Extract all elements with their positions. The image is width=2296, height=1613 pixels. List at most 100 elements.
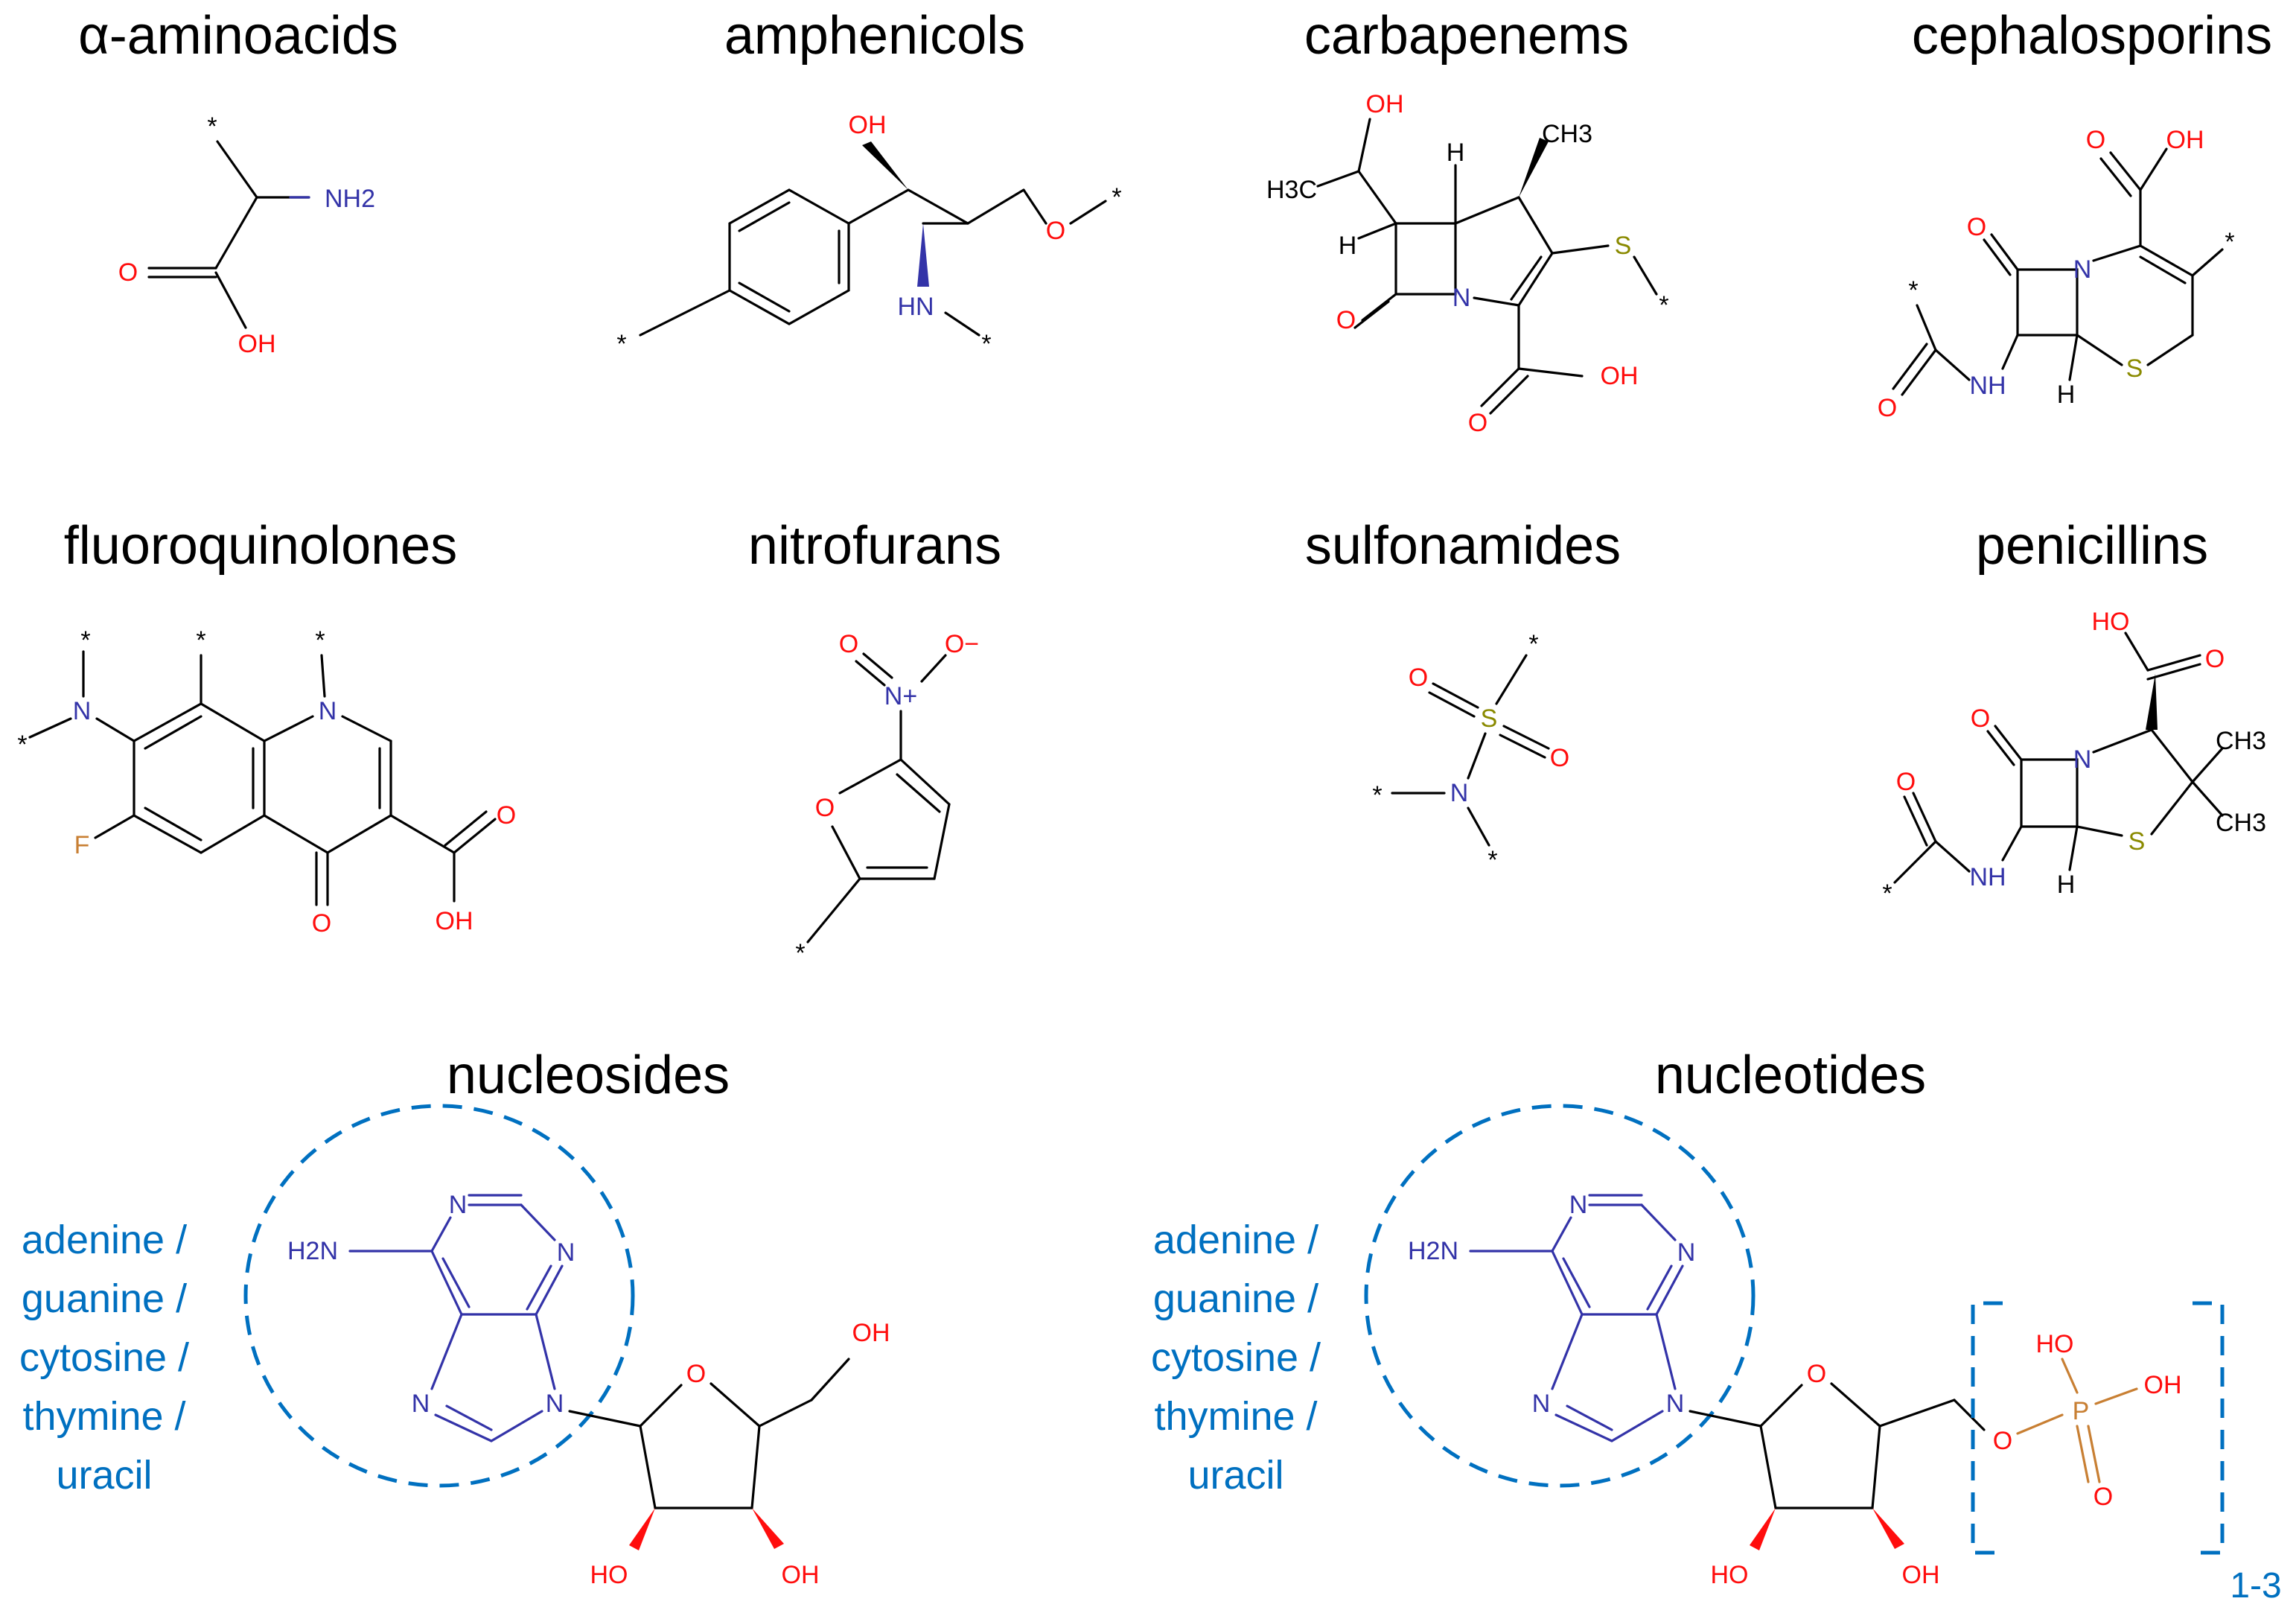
base-highlight-circle [1364, 1104, 1756, 1488]
atom-o: O [1336, 306, 1356, 334]
attach-star: * [1112, 183, 1121, 211]
title-sulfonamides: sulfonamides [1305, 516, 1621, 576]
atom-h2n: H2N [1408, 1237, 1458, 1265]
atom-n: N [1569, 1191, 1588, 1219]
title-penicillins: penicillins [1976, 516, 2208, 576]
structure-penicillins: HO O O N CH3 CH3 S H NH O * [1882, 608, 2266, 908]
svg-text:adenine /: adenine / [22, 1218, 187, 1262]
atom-oh: OH [1366, 90, 1404, 118]
atom-o: O [1967, 213, 1986, 241]
atom-n: N [1452, 284, 1471, 312]
atom-n: N [2073, 255, 2092, 284]
atom-o: O [1468, 409, 1487, 437]
atom-p: P [2073, 1397, 2090, 1425]
atom-n: N [1532, 1390, 1551, 1418]
atom-o-minus: O− [945, 630, 979, 658]
svg-text:uracil: uracil [56, 1453, 152, 1498]
svg-text:cytosine /: cytosine / [19, 1335, 189, 1380]
atom-n: N [73, 697, 92, 725]
atom-o: O [2205, 645, 2225, 673]
phosphate-bracket-right [2193, 1301, 2225, 1555]
attach-star: * [1528, 630, 1538, 658]
phosphate-bracket-left [1971, 1301, 2003, 1555]
title-cephalosporins: cephalosporins [1912, 6, 2272, 66]
atom-n: N [546, 1390, 564, 1418]
atom-o: O [312, 909, 331, 938]
atom-n: N [412, 1390, 430, 1418]
atom-oh: OH [849, 111, 887, 139]
atom-n: N [449, 1191, 468, 1219]
atom-o: O [2093, 1483, 2113, 1511]
atom-ch3: CH3 [2216, 809, 2266, 837]
atom-s: S [2126, 354, 2143, 383]
structure-amphenicols: * OH HN * O * [616, 111, 1121, 358]
structure-sulfonamides: * O S O N * * [1372, 630, 1569, 874]
atom-n: N [1666, 1390, 1685, 1418]
structure-nucleotides: adenine / guanine / cytosine / thymine /… [1151, 1104, 2282, 1606]
atom-o: O [1993, 1427, 2012, 1455]
atom-ho: HO [1711, 1561, 1749, 1589]
attach-star: * [2225, 228, 2234, 256]
atom-n: N [1450, 779, 1469, 807]
atom-s: S [2128, 827, 2146, 856]
svg-text:guanine /: guanine / [22, 1276, 187, 1321]
atom-o: O [2086, 126, 2105, 154]
svg-text:guanine /: guanine / [1153, 1276, 1318, 1321]
svg-text:thymine /: thymine / [1154, 1394, 1317, 1439]
atom-ho: HO [590, 1561, 628, 1589]
atom-h: H [2057, 381, 2076, 409]
attach-star: * [981, 330, 991, 358]
atom-o: O [1971, 704, 1990, 733]
title-nucleotides: nucleotides [1655, 1046, 1926, 1105]
structure-nitrofurans: O N+ O− O * [795, 630, 979, 967]
svg-text:thymine /: thymine / [22, 1394, 185, 1439]
title-nucleosides: nucleosides [447, 1046, 730, 1105]
atom-hn: HN [897, 293, 934, 321]
atom-oh: OH [1902, 1561, 1940, 1589]
svg-text:adenine /: adenine / [1153, 1218, 1318, 1262]
atom-h: H [2057, 871, 2076, 899]
attach-star: * [1659, 291, 1668, 319]
atom-o: O [497, 801, 516, 830]
atom-o: O [686, 1360, 706, 1388]
structure-aminoacids: * NH2 O OH [118, 112, 375, 358]
atom-o: O [1896, 768, 1916, 796]
attach-star: * [1882, 879, 1892, 908]
atom-n-plus: N+ [884, 682, 917, 710]
attach-star: * [80, 626, 90, 655]
base-options-label-nucleotides: adenine / guanine / cytosine / thymine /… [1151, 1218, 1321, 1498]
atom-f: F [74, 831, 90, 859]
attach-star: * [1908, 276, 1918, 305]
atom-nh: NH [1969, 863, 2006, 891]
attach-star: * [196, 626, 205, 655]
attach-star: * [315, 626, 325, 655]
atom-o: O [839, 630, 858, 658]
atom-ch3: CH3 [2216, 727, 2266, 755]
attach-star: * [17, 731, 27, 759]
atom-h2n: H2N [287, 1237, 338, 1265]
atom-h: H [1447, 139, 1465, 167]
atom-ho: HO [2092, 608, 2130, 636]
title-fluoroquinolones: fluoroquinolones [64, 516, 457, 576]
title-aminoacids: α-aminoacids [78, 6, 398, 66]
atom-o: O [1878, 394, 1897, 422]
title-amphenicols: amphenicols [724, 6, 1025, 66]
atom-h3c: H3C [1266, 176, 1317, 204]
atom-oh: OH [1601, 362, 1639, 390]
svg-text:uracil: uracil [1187, 1453, 1283, 1498]
atom-n: N [1677, 1238, 1696, 1267]
base-highlight-circle [243, 1104, 635, 1488]
atom-s: S [1481, 704, 1498, 733]
atom-o: O [1807, 1360, 1826, 1388]
atom-n: N [319, 697, 337, 725]
atom-h: H [1339, 232, 1357, 260]
atom-o: O [815, 794, 835, 822]
structure-cephalosporins: O OH O N * S H NH * O [1878, 126, 2235, 422]
atom-ho: HO [2036, 1330, 2074, 1358]
atom-n: N [2073, 745, 2092, 774]
atom-o: O [1550, 744, 1569, 772]
atom-oh: OH [782, 1561, 820, 1589]
atom-nh2: NH2 [325, 185, 375, 213]
